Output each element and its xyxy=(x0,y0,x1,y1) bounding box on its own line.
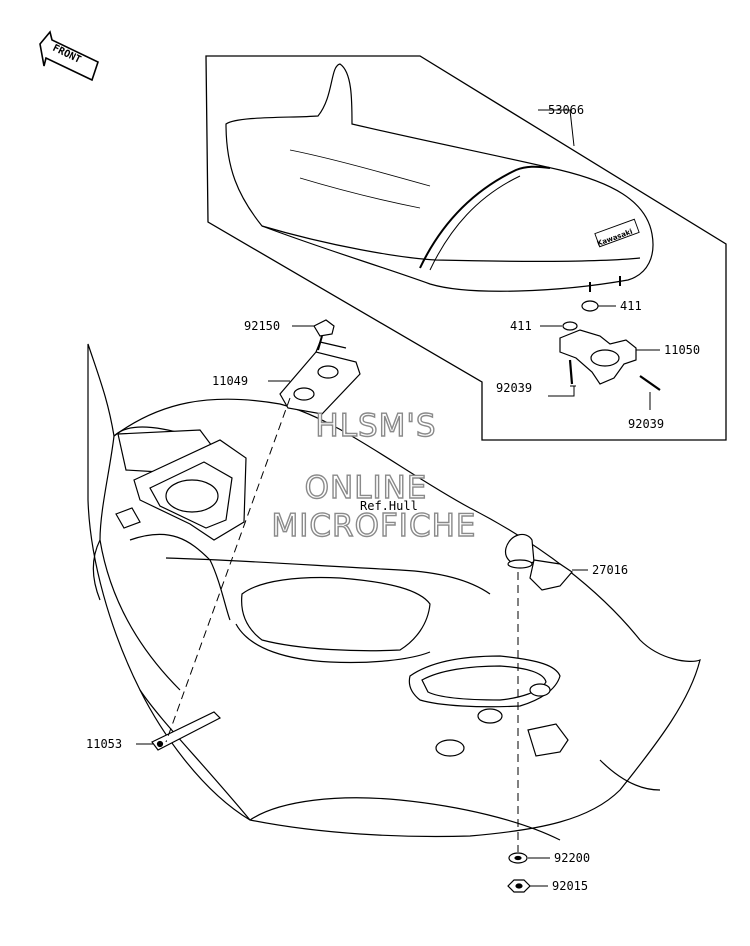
part-label-27016: 27016 xyxy=(592,563,628,577)
part-label-92039-right: 92039 xyxy=(628,417,664,431)
part-label-11050: 11050 xyxy=(664,343,700,357)
part-label-53066: 53066 xyxy=(548,103,584,117)
part-label-11053: 11053 xyxy=(86,737,122,751)
part-label-92039-left: 92039 xyxy=(496,381,532,395)
part-label-92200: 92200 xyxy=(554,851,590,865)
watermark-line-1: HLSM'S xyxy=(315,408,436,444)
front-arrow-icon: FRONT xyxy=(39,30,99,82)
part-label-411-right: 411 xyxy=(620,299,642,313)
part-label-11049: 11049 xyxy=(212,374,248,388)
strap-11053-illustration xyxy=(151,711,222,751)
watermark-line-3: MICROFICHE xyxy=(272,508,477,544)
watermark: HLSM'S ONLINE MICROFICHE xyxy=(271,407,477,544)
center-lines xyxy=(165,397,519,852)
watermark-line-2: ONLINE xyxy=(305,470,428,506)
hull-illustration xyxy=(87,343,701,841)
seat-illustration: Kawasaki xyxy=(225,63,654,292)
part-label-411-left: 411 xyxy=(510,319,532,333)
ref-hull-label: Ref.Hull xyxy=(360,499,418,513)
cushion-27016-illustration xyxy=(504,533,573,591)
part-labels: 53066 411 411 11050 92039 92039 92150 11… xyxy=(86,103,700,893)
part-label-92150: 92150 xyxy=(244,319,280,333)
bolt-92150-illustration xyxy=(313,319,335,351)
washer-92200-illustration xyxy=(508,852,528,864)
leader-lines xyxy=(136,109,660,887)
seat-group-frame xyxy=(205,55,727,441)
bracket-11049-illustration xyxy=(279,341,361,415)
part-label-92015: 92015 xyxy=(552,879,588,893)
seat-hook-bracket xyxy=(559,300,661,391)
nut-92015-illustration xyxy=(507,879,531,893)
